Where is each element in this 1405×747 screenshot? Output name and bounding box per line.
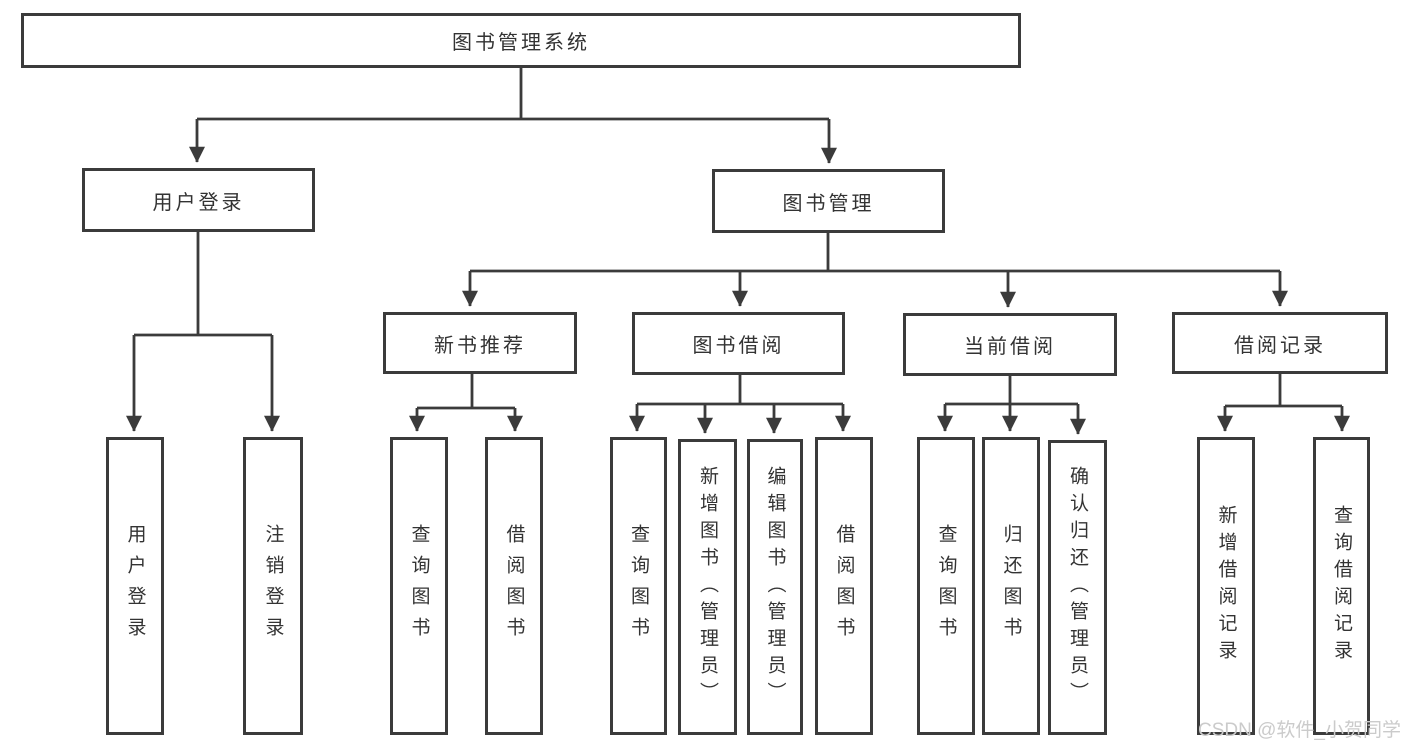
leaf-query-books-recommend: 查询图书 (390, 437, 448, 735)
leaf-confirm-return-admin: 确认归还（管理员） (1048, 440, 1107, 735)
node-user-login: 用户登录 (82, 168, 315, 232)
leaf-query-borrow-record: 查询借阅记录 (1313, 437, 1370, 735)
leaf-return-books: 归还图书 (982, 437, 1040, 735)
leaf-query-books-current: 查询图书 (917, 437, 975, 735)
leaf-add-books-admin: 新增图书（管理员） (678, 439, 737, 735)
leaf-add-borrow-record: 新增借阅记录 (1197, 437, 1255, 735)
leaf-borrow-books-recommend: 借阅图书 (485, 437, 543, 735)
leaf-query-books-borrow: 查询图书 (610, 437, 667, 735)
leaf-logout-login: 注销登录 (243, 437, 303, 735)
leaf-borrow-books: 借阅图书 (815, 437, 873, 735)
leaf-edit-books-admin: 编辑图书（管理员） (747, 439, 803, 735)
watermark: CSDN @软件_小贺同学 (1198, 720, 1401, 741)
node-new-book-recommend: 新书推荐 (383, 312, 577, 374)
node-book-borrow: 图书借阅 (632, 312, 845, 375)
node-book-mgmt: 图书管理 (712, 169, 945, 233)
node-current-borrow: 当前借阅 (903, 313, 1117, 376)
leaf-user-login: 用户登录 (106, 437, 164, 735)
node-borrow-records: 借阅记录 (1172, 312, 1388, 374)
node-root: 图书管理系统 (21, 13, 1021, 68)
